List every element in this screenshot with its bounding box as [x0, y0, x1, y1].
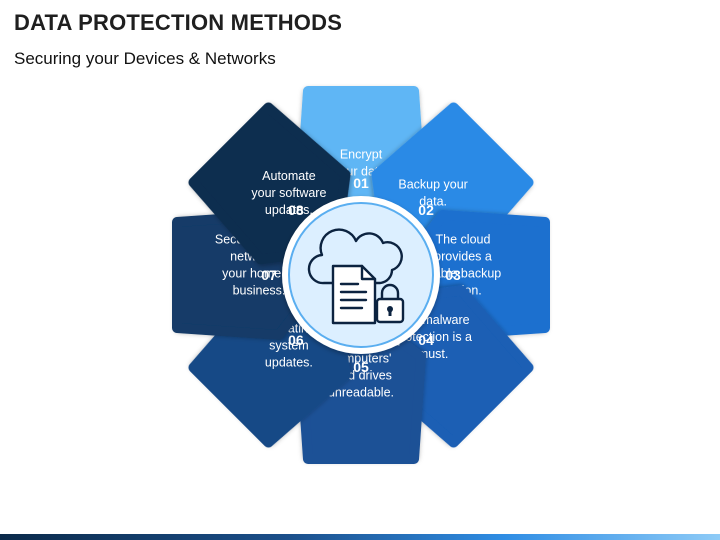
petal-text-line: unreadable.: [328, 386, 394, 400]
petal-number: 08: [288, 202, 304, 218]
bottom-accent-bar: [0, 534, 720, 540]
petal-text-line: your home or: [222, 267, 296, 281]
petal-text-line: Automate: [262, 169, 316, 183]
petal-number: 04: [418, 332, 434, 348]
petal-number: 05: [353, 359, 369, 375]
petal-text-line: viable backup: [425, 267, 501, 281]
petal-number: 03: [445, 267, 461, 283]
petal-number: 01: [353, 175, 369, 191]
petal-text-line: provides a: [434, 250, 492, 264]
petal-text-line: Encrypt: [340, 148, 383, 162]
petal-text-line: business.: [233, 284, 286, 298]
petal-number: 02: [418, 202, 434, 218]
center-hub: [282, 196, 440, 354]
petal-text-line: updates.: [265, 203, 313, 217]
petal-text-line: your software: [251, 186, 326, 200]
cloud-document-lock-icon: [307, 228, 405, 325]
petal-text-line: The cloud: [436, 233, 491, 247]
petal-text-line: system: [269, 339, 309, 353]
page-title: DATA PROTECTION METHODS: [14, 10, 343, 35]
petal-text-line: Backup your: [398, 177, 467, 191]
petal-number: 07: [261, 267, 277, 283]
petal-text-line: updates.: [265, 356, 313, 370]
page-subtitle: Securing your Devices & Networks: [14, 49, 276, 68]
petal-text-line: data.: [419, 194, 447, 208]
petal-number: 06: [288, 332, 304, 348]
